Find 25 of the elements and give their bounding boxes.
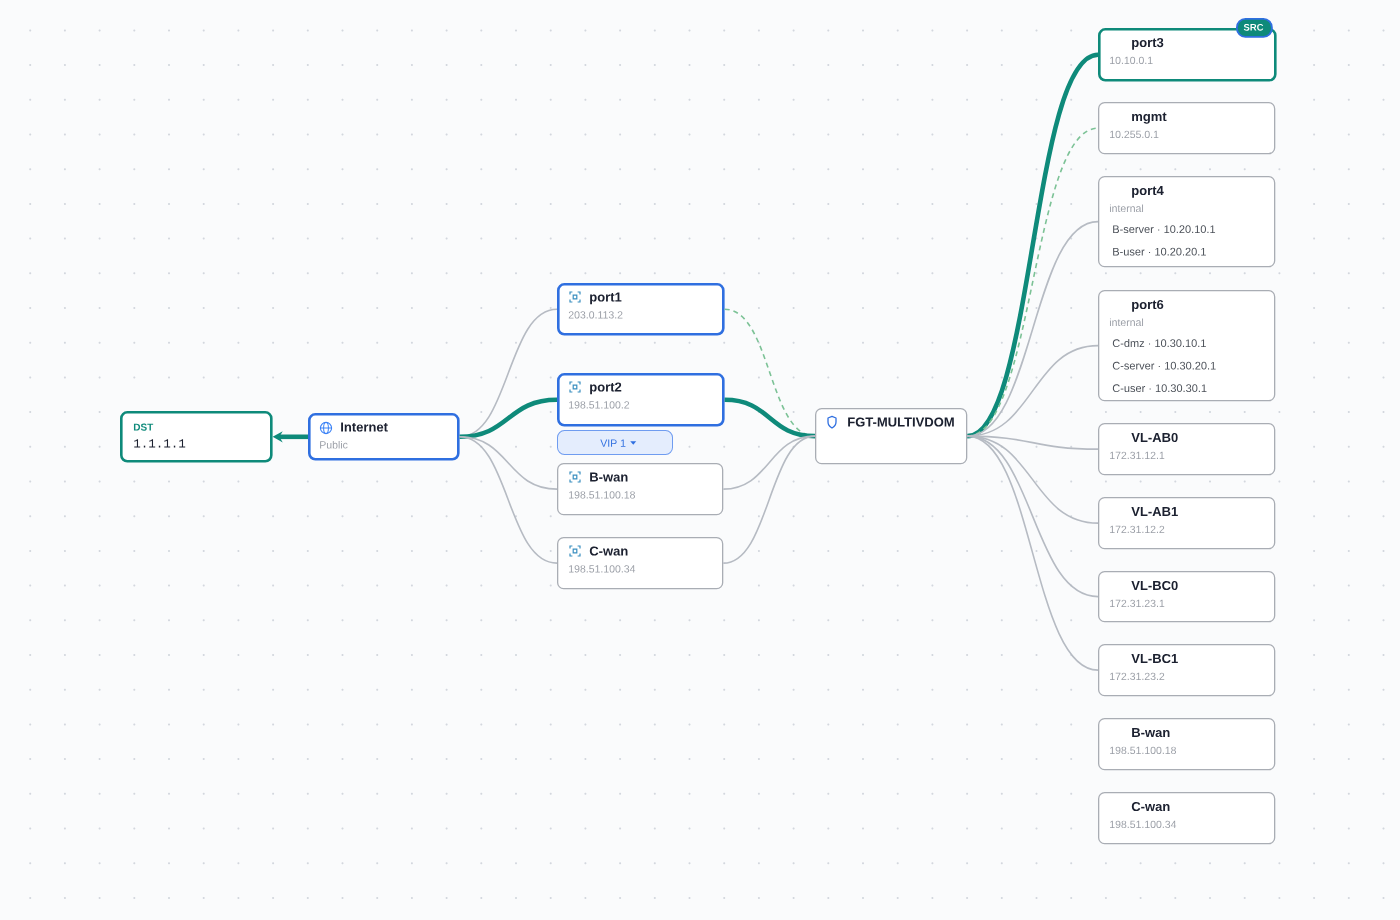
interface-box: port1 203.0.113.2 — [557, 283, 725, 336]
interface-box: VL-BC1 172.31.23.2 — [1098, 644, 1276, 697]
connector-line — [724, 397, 816, 439]
interface-box: B-wan 198.51.100.18 — [557, 463, 724, 516]
interface-box: port2 198.51.100.2 — [557, 373, 725, 427]
interface-box: mgmt 10.255.0.1 — [1098, 102, 1276, 155]
status-badge: SRC — [1236, 18, 1273, 38]
device-box: FGT-MULTIVDOM — [815, 408, 968, 465]
connector-line — [722, 435, 816, 564]
connector-line — [966, 435, 1099, 671]
interface-box: B-wan 198.51.100.18 — [1098, 718, 1276, 771]
interface-box: port4 internal B-server · 10.20.10.1 B-user · 10.20.20.1 — [1098, 176, 1276, 268]
connector-line — [966, 52, 1100, 439]
interface-box: C-wan 198.51.100.34 — [1098, 792, 1276, 845]
connector-line — [459, 397, 558, 440]
interface-box: VL-AB1 172.31.12.2 — [1098, 497, 1276, 550]
connector-line — [458, 436, 558, 564]
interface-box: C-wan 198.51.100.34 — [557, 537, 724, 590]
interface-box: VL-AB0 172.31.12.1 — [1098, 423, 1276, 476]
network-box: Internet Public — [308, 413, 460, 461]
interface-box: VL-BC0 172.31.23.1 — [1098, 571, 1276, 623]
connector-line — [966, 435, 1099, 598]
dropdown-chip: VIP 1 — [557, 430, 673, 455]
destination-box: DST 1.1.1.1 — [120, 411, 273, 463]
interface-box: port6 internal C-dmz · 10.30.10.1 C-server · 10.30.20.1 C-user · 10.30.30.1 — [1098, 290, 1276, 402]
